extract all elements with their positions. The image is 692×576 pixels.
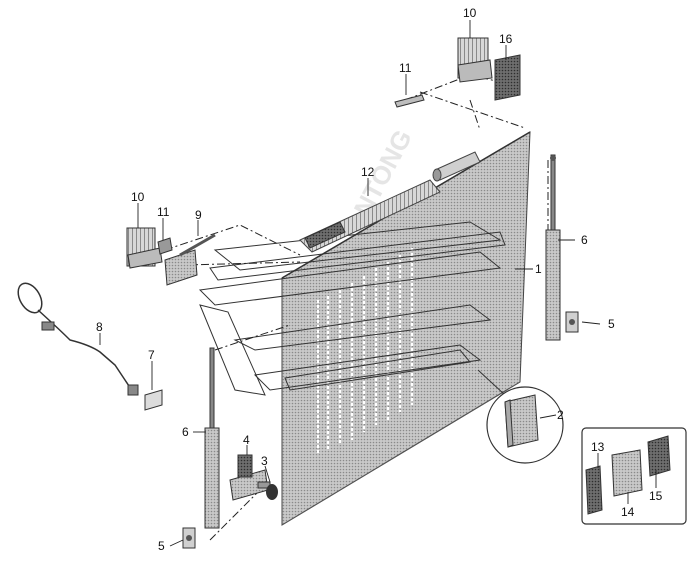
leader-lines	[99, 20, 657, 547]
callout-5-left: 5	[158, 539, 165, 553]
callout-13: 13	[591, 440, 605, 454]
bracket-9	[164, 233, 216, 286]
fin-block-top	[457, 37, 493, 83]
callout-7: 7	[148, 348, 155, 362]
fin-block-left	[126, 227, 163, 269]
callout-1: 1	[535, 262, 542, 276]
callout-11-left: 11	[157, 205, 170, 219]
mounting-frame	[198, 221, 506, 396]
strut-mount-left	[182, 527, 196, 549]
latch-plate-4	[229, 454, 269, 501]
callout-3: 3	[261, 454, 268, 468]
callout-5-right: 5	[608, 317, 615, 331]
gas-strut-left	[204, 347, 220, 529]
callout-2: 2	[557, 408, 564, 422]
mount-plate-16	[494, 54, 521, 101]
callout-4: 4	[243, 433, 250, 447]
connector-8	[41, 321, 139, 396]
callout-12: 12	[361, 165, 375, 179]
callout-11-top: 11	[399, 61, 412, 75]
callout-16: 16	[499, 32, 513, 46]
top-rail	[299, 179, 441, 253]
callout-10-left: 10	[131, 190, 145, 204]
callout-6-left: 6	[182, 425, 189, 439]
inset-box	[581, 427, 687, 525]
callouts: 1 2 3 4 5 5 6 6 7 8 9 10 10 11 11 12 13 …	[96, 6, 663, 553]
callout-9: 9	[195, 208, 202, 222]
hinge-tube	[432, 151, 481, 182]
strut-mount-right	[565, 311, 579, 333]
clip-left	[157, 237, 173, 255]
gas-strut-right	[545, 154, 561, 341]
callout-10-top: 10	[463, 6, 477, 20]
wire-harness	[17, 282, 136, 396]
rod-top	[394, 94, 425, 108]
knob-3	[257, 481, 278, 500]
callout-6-right: 6	[581, 233, 588, 247]
callout-15: 15	[649, 489, 663, 503]
callout-8: 8	[96, 320, 103, 334]
bracket-7	[144, 389, 163, 411]
callout-14: 14	[621, 505, 635, 519]
detail-circle	[477, 369, 564, 464]
